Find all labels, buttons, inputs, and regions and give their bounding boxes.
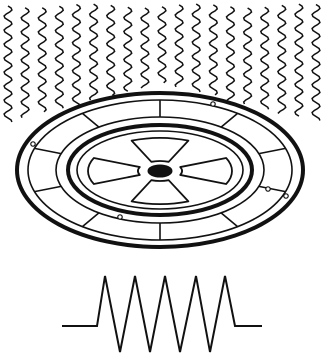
plate-rivet [31,142,35,146]
plate-spoke [88,158,140,184]
plate-rivet [284,194,288,198]
heat-wave-line [192,4,200,92]
heat-wave-line [55,6,63,108]
plate-segment-divider [259,148,286,153]
plate-spoke [132,138,189,162]
heat-wave-line [278,5,286,113]
heat-wave-line [295,4,303,116]
heat-wave-line [261,7,269,109]
plate-segment-divider [221,113,238,127]
plate-rivet [118,215,122,219]
heat-wave-line [227,7,235,101]
plate-segment-divider [259,186,286,191]
heat-wave-line [141,8,149,88]
heat-wave-line [73,5,81,105]
heat-wave-line [158,7,166,83]
heat-wave-line [244,8,252,104]
plate-segment-divider [221,213,238,227]
plate-segment-divider [35,148,62,153]
resistor-icon [62,276,262,352]
heat-wave-line [107,5,115,95]
plate-segment-divider [35,186,62,191]
heat-wave-line [175,5,183,87]
heat-wave-line [4,6,12,122]
heat-waves-icon [4,4,320,122]
plate-spoke [132,180,189,204]
plate-hub [148,165,172,177]
plate-segment-divider [82,113,99,127]
plate-rivet [266,187,270,191]
heat-wave-line [21,8,29,118]
heat-wave-line [312,5,320,121]
plate-spoke [180,158,232,184]
heat-wave-line [38,8,46,112]
heating-plate-icon [17,93,303,247]
plate-rivet [211,102,215,106]
heat-wave-line [209,5,217,95]
plate-segment-divider [82,213,99,227]
heat-wave-line [124,7,132,91]
heat-wave-line [90,4,98,100]
resistor-zigzag [62,276,262,352]
